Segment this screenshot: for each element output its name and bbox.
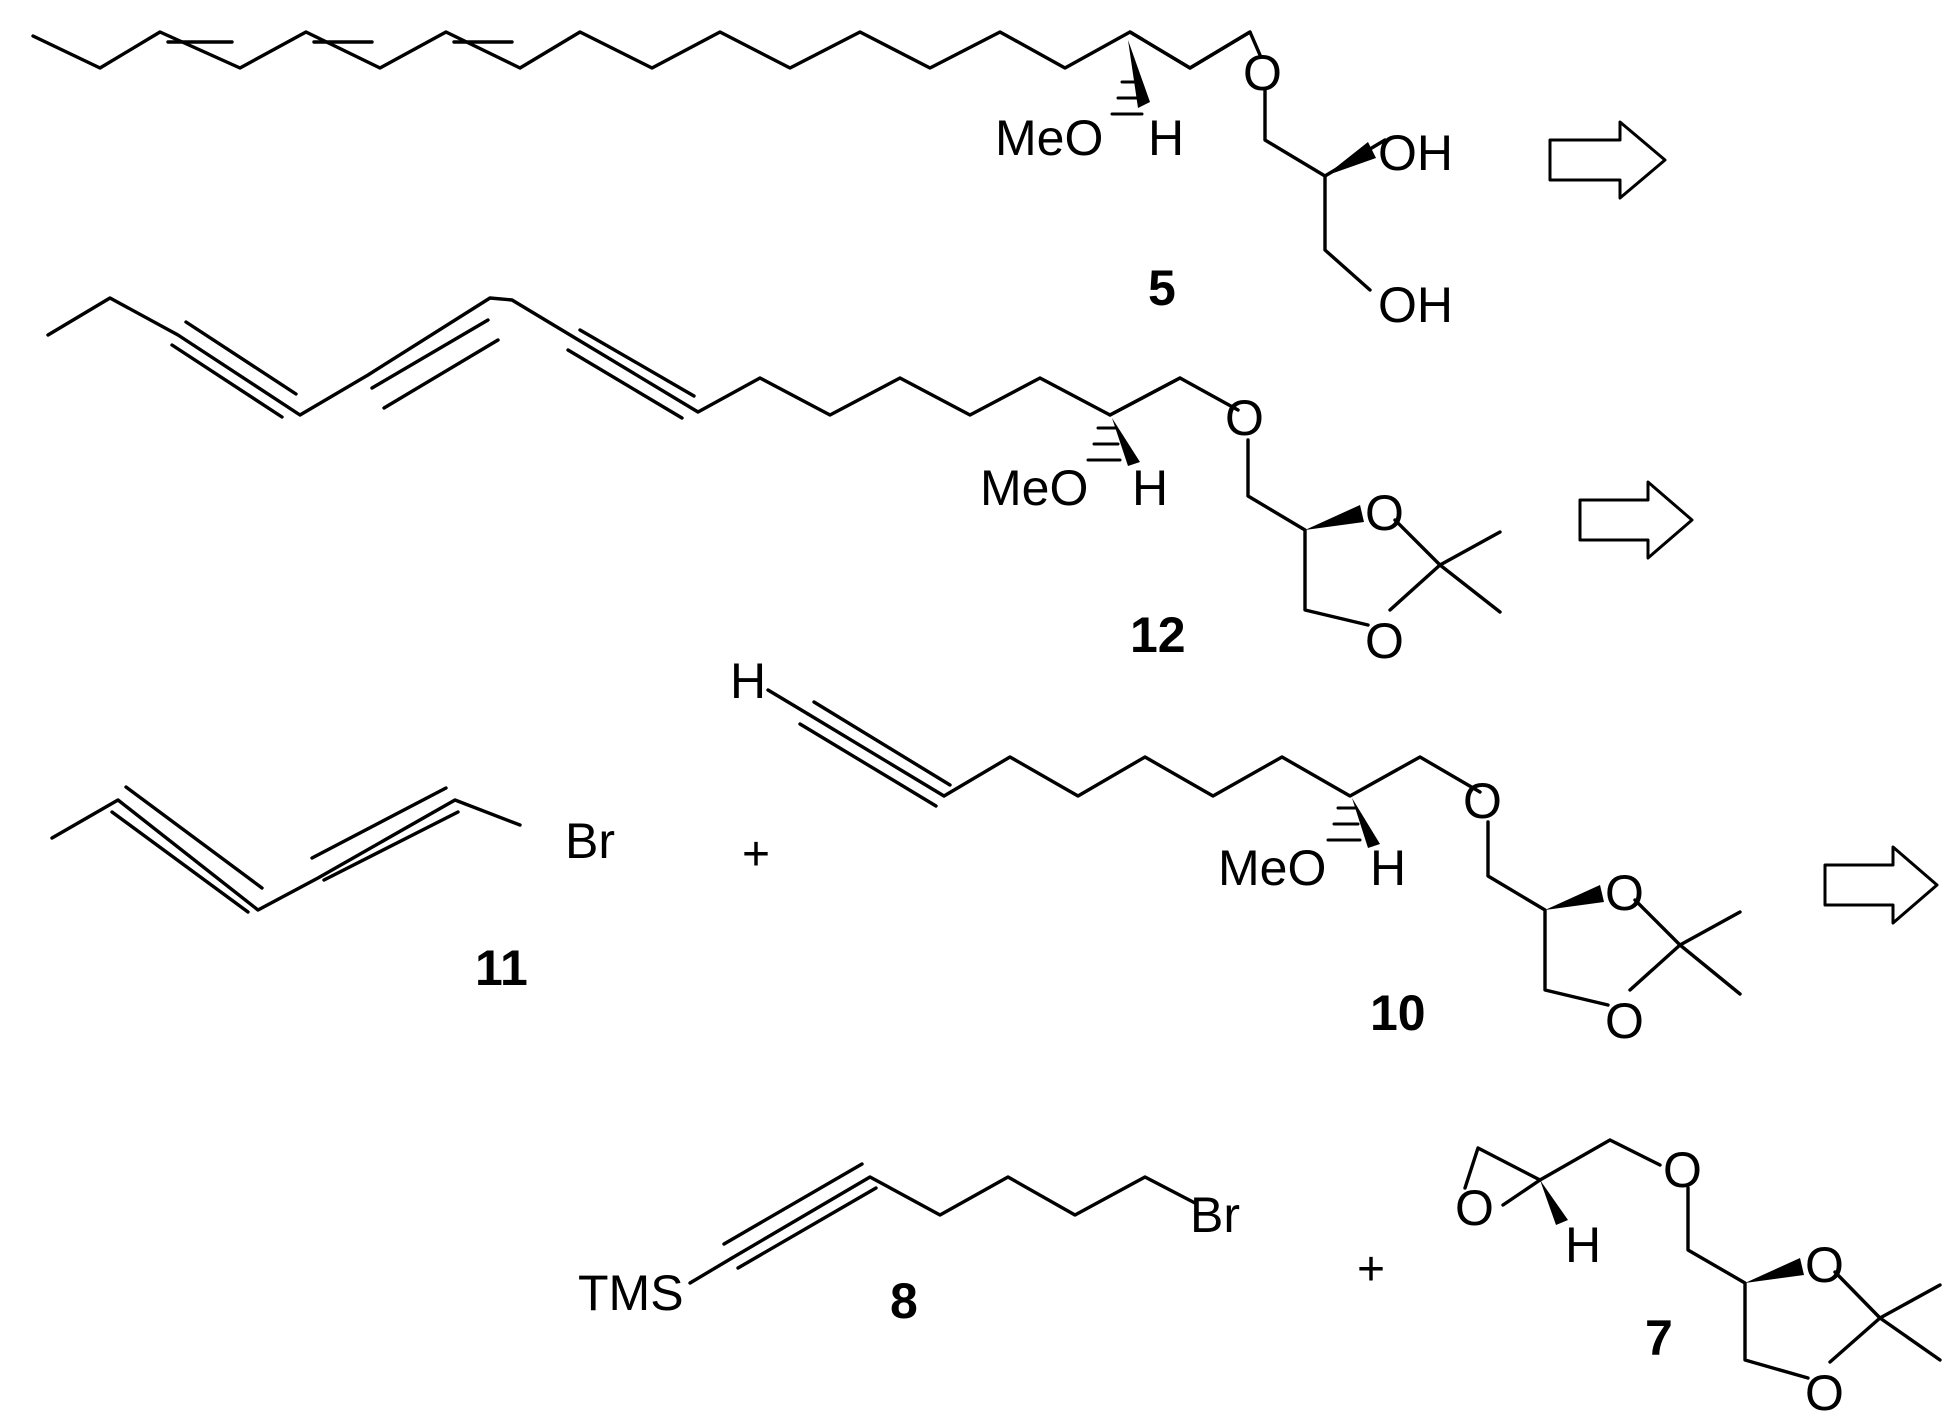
compound-7: O H O O O 7 [1455, 1138, 1942, 1419]
dioxolane-bonds [1686, 1186, 1810, 1380]
compound-number: 12 [1130, 607, 1186, 663]
compound-number: 8 [890, 1273, 918, 1329]
ether-linkage [1128, 30, 1262, 70]
ring-oxygen-label-2: O [1805, 1365, 1844, 1419]
chain-bonds [1538, 1138, 1662, 1182]
dioxolane-bonds [1486, 820, 1610, 1007]
methyl-2 [1678, 943, 1742, 996]
hashed-bond-methoxy [1086, 426, 1122, 462]
compound-number: 10 [1370, 985, 1426, 1041]
bromine-label: Br [565, 813, 615, 869]
triple-bond-1a [184, 320, 298, 396]
wedge-bond-oh [1325, 142, 1376, 176]
methyl-1 [1678, 910, 1742, 947]
ring-oxygen-label-2: O [1605, 993, 1644, 1049]
triple-bond-2a [370, 318, 490, 390]
ether-oxygen-label: O [1243, 45, 1282, 101]
tms-label: TMS [578, 1265, 684, 1321]
ring-oxygen-label-2: O [1365, 613, 1404, 669]
triple-bond-a [722, 1162, 864, 1246]
epoxide-ring [1463, 1146, 1542, 1207]
wedge-bond-ring [1745, 1258, 1804, 1283]
ring-oxygen-label-1: O [1365, 485, 1404, 541]
retrosynthetic-arrow-2 [1578, 480, 1694, 560]
wedge-bond-ring [1545, 885, 1604, 910]
triple-bond-b [798, 722, 938, 808]
triple-bond-3b [566, 348, 684, 420]
ring-oxygen-label-1: O [1605, 865, 1644, 921]
ring-oxygen-label-1: O [1805, 1237, 1844, 1293]
triple-bond-2b [382, 338, 500, 410]
hydroxyl-label-1: OH [1378, 125, 1453, 181]
hydrogen-label: H [1132, 460, 1168, 516]
wedge-bond-ring [1305, 505, 1364, 530]
compound-number: 5 [1148, 260, 1176, 316]
triple-bond-b [736, 1186, 878, 1270]
triple-bond-a [812, 700, 952, 787]
plus-sign-1: + [742, 828, 770, 881]
compound-number: 7 [1645, 1310, 1673, 1366]
glycerol-bonds [1263, 88, 1387, 178]
plus-sign-2: + [1357, 1243, 1385, 1296]
epoxide-oxygen-label: O [1455, 1180, 1494, 1236]
ether-oxygen-label: O [1225, 390, 1264, 446]
compound-10: H MeO H O O O 10 [730, 653, 1742, 1049]
h-alkyne-bond [766, 688, 810, 716]
compound-5: MeO H O OH OH 5 [31, 30, 1453, 333]
chain-bonds [50, 798, 522, 912]
hydrogen-label: H [1148, 110, 1184, 166]
methyl-1 [1878, 1283, 1942, 1320]
dioxolane-bonds [1246, 438, 1370, 627]
methoxy-label: MeO [1218, 840, 1326, 896]
methoxy-label: MeO [980, 460, 1088, 516]
wedge-bond-h [1540, 1180, 1568, 1225]
wedge-bond-h [1112, 418, 1140, 466]
compound-8: TMS Br 8 [578, 1162, 1240, 1329]
hydroxyl-label-2: OH [1378, 277, 1453, 333]
bromine-label: Br [1190, 1187, 1240, 1243]
compound-number: 11 [475, 940, 528, 996]
ether-oxygen-label: O [1463, 773, 1502, 829]
ether-linkage [1108, 376, 1240, 417]
methyl-2 [1438, 563, 1502, 614]
wedge-bond-h [1352, 798, 1380, 848]
terminal-hydrogen-label: H [730, 653, 766, 709]
retrosynthetic-arrow-3 [1823, 845, 1939, 925]
triple-bond-1a [124, 785, 264, 890]
hydrogen-label: H [1565, 1217, 1601, 1273]
compound-11: Br 11 [50, 785, 615, 996]
triple-bond-1b [110, 810, 250, 914]
methyl-2 [1878, 1316, 1942, 1362]
retrosynthetic-arrow-1 [1548, 120, 1667, 200]
triple-bond-3a [578, 328, 696, 398]
chain-bonds [730, 1175, 1197, 1260]
methoxy-label: MeO [995, 110, 1103, 166]
chain-bonds [31, 30, 1252, 70]
compound-12: MeO H O O O 12 [46, 296, 1502, 669]
triple-bond-2b [322, 810, 460, 882]
tms-bond [688, 1256, 734, 1285]
methyl-1 [1438, 530, 1502, 567]
triple-bond-1b [170, 343, 284, 419]
ether-oxygen-label: O [1663, 1142, 1702, 1198]
hydrogen-label: H [1370, 840, 1406, 896]
hashed-bond-methoxy [1326, 806, 1362, 842]
triple-bond-2a [310, 786, 448, 860]
glycerol-bonds-lower [1323, 174, 1372, 292]
wedge-bond-h [1128, 40, 1150, 108]
chain-bonds [46, 296, 1182, 417]
chain-bonds [806, 712, 1482, 798]
